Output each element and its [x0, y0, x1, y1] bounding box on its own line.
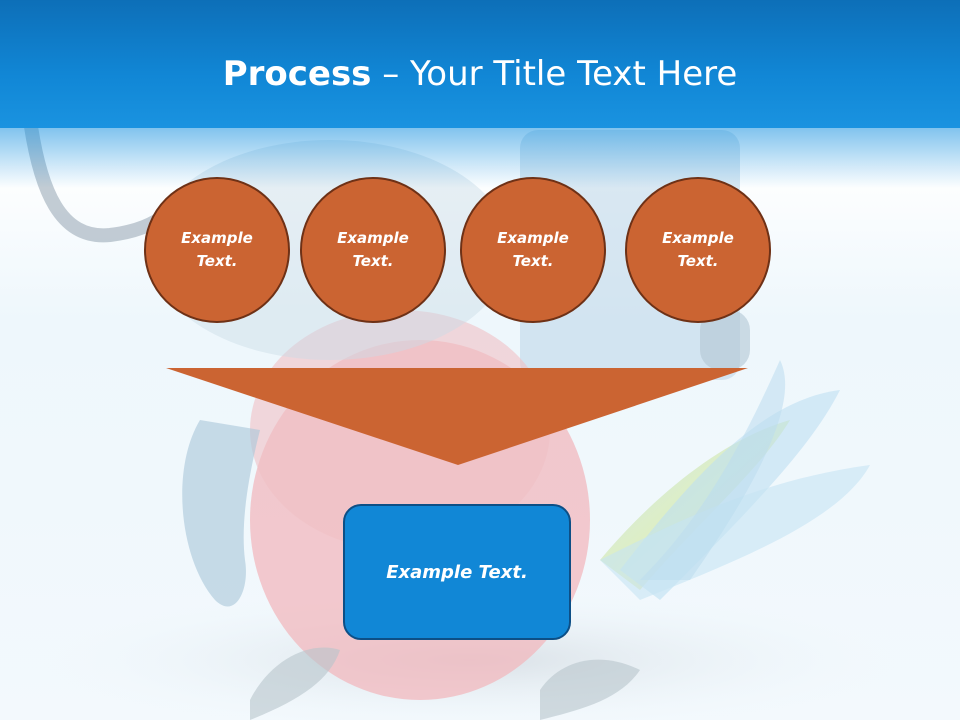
process-step-1: Example Text. — [144, 177, 290, 323]
title-bar-fade — [0, 128, 960, 188]
process-step-4-label: Example Text. — [662, 229, 734, 270]
process-step-1-label: Example Text. — [181, 229, 253, 270]
process-step-3: Example Text. — [460, 177, 606, 323]
title-bold: Process — [222, 54, 372, 94]
process-step-2-label: Example Text. — [337, 229, 409, 270]
process-step-4: Example Text. — [625, 177, 771, 323]
title-rest: – Your Title Text Here — [371, 54, 738, 94]
funnel-arrow-shape — [166, 368, 748, 465]
result-box-label: Example Text. — [386, 561, 528, 583]
process-step-2: Example Text. — [300, 177, 446, 323]
title-bar — [0, 0, 960, 128]
result-box: Example Text. — [343, 504, 571, 640]
process-step-3-label: Example Text. — [497, 229, 569, 270]
slide-title: Process – Your Title Text Here — [0, 52, 960, 96]
